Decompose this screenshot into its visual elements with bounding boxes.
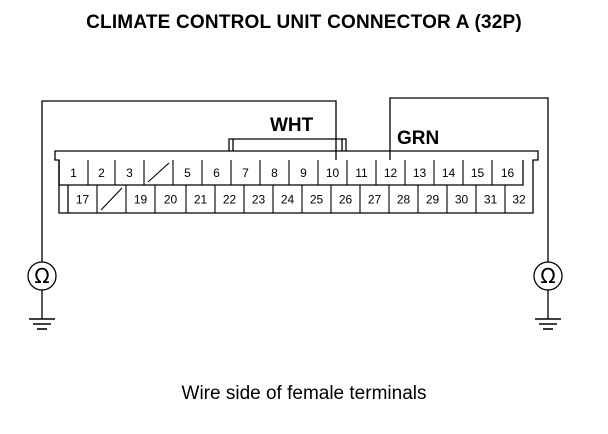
pin-number-12: 12 bbox=[384, 166, 398, 180]
pin-number-21: 21 bbox=[194, 193, 208, 207]
pin-number-26: 26 bbox=[339, 193, 353, 207]
pin-number-10: 10 bbox=[326, 166, 340, 180]
pin-number-8: 8 bbox=[271, 166, 278, 180]
wire-wht bbox=[41, 100, 337, 262]
pin-number-15: 15 bbox=[471, 166, 485, 180]
pin-number-32: 32 bbox=[512, 193, 526, 207]
pin-number-24: 24 bbox=[281, 193, 295, 207]
ohmmeter-symbol-right: Ω bbox=[540, 264, 555, 288]
pin-number-22: 22 bbox=[223, 193, 237, 207]
wire-grn bbox=[389, 97, 549, 262]
wire-label-grn: GRN bbox=[397, 128, 439, 149]
pin-number-30: 30 bbox=[455, 193, 469, 207]
wire-label-wht: WHT bbox=[270, 115, 314, 136]
pin-number-11: 11 bbox=[355, 166, 368, 180]
blank-terminal-slash bbox=[147, 162, 170, 183]
diagram-title: CLIMATE CONTROL UNIT CONNECTOR A (32P) bbox=[86, 12, 522, 33]
pin-number-20: 20 bbox=[164, 193, 178, 207]
blank-terminal-slash bbox=[100, 187, 123, 211]
diagram-caption: Wire side of female terminals bbox=[181, 383, 427, 404]
pin-number-3: 3 bbox=[126, 166, 133, 180]
pin-number-28: 28 bbox=[397, 193, 411, 207]
pin-number-14: 14 bbox=[442, 166, 456, 180]
pin-number-5: 5 bbox=[184, 166, 191, 180]
ground-icon bbox=[535, 318, 561, 330]
ohmmeter-symbol-left: Ω bbox=[34, 264, 49, 288]
connector-bottom-row-cells bbox=[96, 185, 506, 213]
pin-number-27: 27 bbox=[368, 193, 382, 207]
pin-number-9: 9 bbox=[300, 166, 307, 180]
pin-number-7: 7 bbox=[242, 166, 249, 180]
pin-number-25: 25 bbox=[310, 193, 324, 207]
pin-number-1: 1 bbox=[70, 166, 77, 180]
connector-lock-tab bbox=[228, 138, 347, 151]
pin-number-29: 29 bbox=[426, 193, 440, 207]
pin-number-16: 16 bbox=[501, 166, 515, 180]
pin-number-6: 6 bbox=[213, 166, 220, 180]
pin-number-17: 17 bbox=[76, 193, 90, 207]
pin-number-13: 13 bbox=[413, 166, 427, 180]
connector-top-row bbox=[58, 160, 524, 186]
pin-number-23: 23 bbox=[252, 193, 266, 207]
connector-top-row-cells bbox=[87, 160, 493, 185]
pin-number-31: 31 bbox=[484, 193, 498, 207]
ground-icon bbox=[29, 318, 55, 330]
pin-number-19: 19 bbox=[134, 193, 148, 207]
pin-number-2: 2 bbox=[98, 166, 105, 180]
